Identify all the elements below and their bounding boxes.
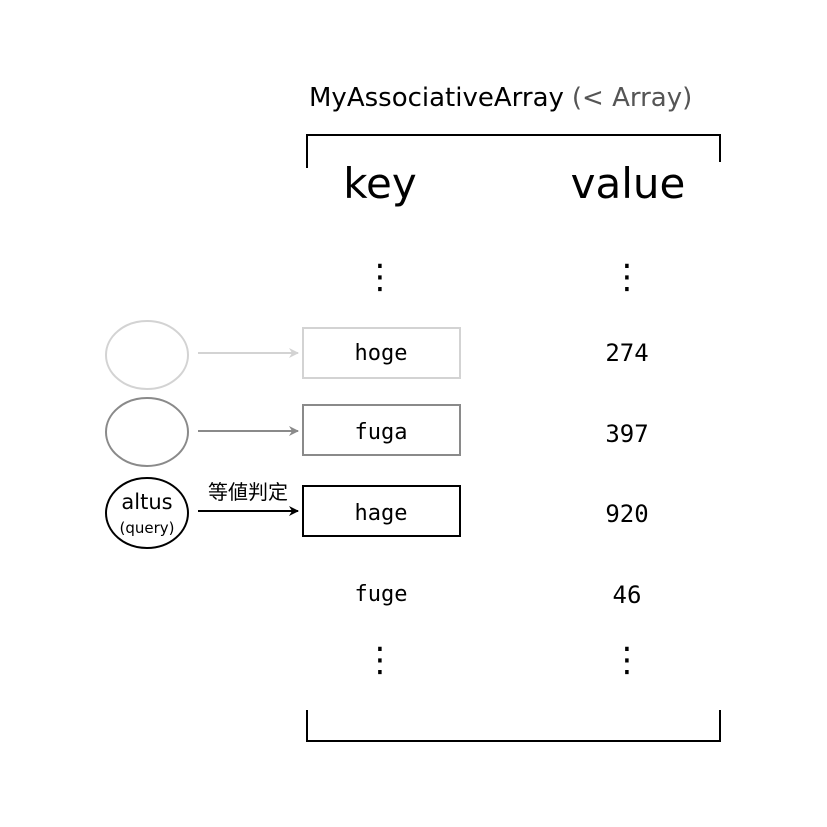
equality-check-label: 等値判定 xyxy=(208,480,288,504)
probe-node-faded xyxy=(105,320,189,390)
query-sublabel: (query) xyxy=(119,519,174,537)
probe-node-mid xyxy=(105,397,189,467)
key-label-fuga: fuga xyxy=(355,420,408,445)
key-cell-hage xyxy=(302,485,461,537)
query-label: altus xyxy=(121,490,172,514)
value-label-46: 46 xyxy=(613,581,642,609)
key-cell-fuga xyxy=(302,404,461,456)
key-column-header: key xyxy=(343,159,417,208)
array-title-suffix: (< Array) xyxy=(572,83,692,113)
value-ellipsis-bottom: ⋮ xyxy=(610,640,644,680)
value-column-header: value xyxy=(571,159,686,208)
key-cell-hoge xyxy=(302,327,461,379)
key-label-fuge: fuge xyxy=(355,582,408,607)
array-top-bracket xyxy=(306,134,721,168)
value-ellipsis-top: ⋮ xyxy=(610,257,644,297)
key-label-hoge: hoge xyxy=(355,341,408,366)
key-ellipsis-bottom: ⋮ xyxy=(363,640,397,680)
value-label-274: 274 xyxy=(605,339,648,367)
array-title-main: MyAssociativeArray xyxy=(309,83,564,113)
key-label-hage: hage xyxy=(355,501,408,526)
array-title: MyAssociativeArray (< Array) xyxy=(309,83,692,113)
value-label-397: 397 xyxy=(605,420,648,448)
key-ellipsis-top: ⋮ xyxy=(363,257,397,297)
array-bottom-bracket xyxy=(306,710,721,742)
query-node xyxy=(105,477,189,549)
value-label-920: 920 xyxy=(605,500,648,528)
